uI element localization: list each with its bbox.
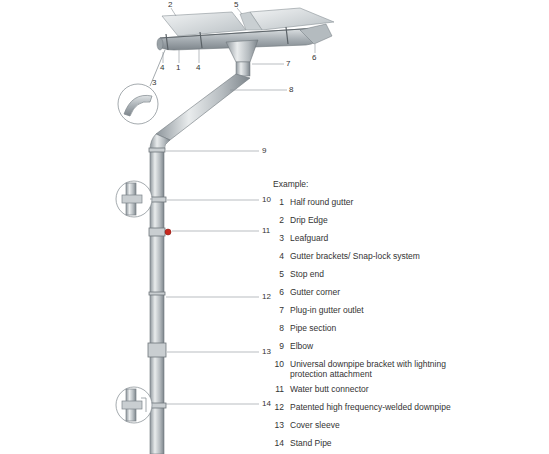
legend-entry: Universal downpipe bracket with lightnin… (290, 359, 468, 379)
legend-entry: Stand Pipe (290, 438, 468, 448)
callout-number: 6 (312, 53, 316, 63)
callout-number: 9 (262, 146, 266, 156)
callout-number: 13 (262, 347, 271, 357)
legend-entry: 13 (262, 420, 284, 430)
callout-number: 4 (196, 63, 200, 73)
callout-number: 7 (286, 59, 290, 69)
legend-entry: Elbow (290, 341, 468, 351)
callout-number: 10 (262, 195, 271, 205)
callout-number: 12 (262, 292, 271, 302)
callout-number: 5 (234, 0, 238, 10)
callout-number: 4 (160, 63, 164, 73)
legend-entry: 9 (262, 341, 284, 351)
legend-entry: Stop end (290, 269, 468, 279)
pipe-joints (148, 148, 166, 408)
legend-entry: 2 (262, 215, 284, 225)
legend-entry: 7 (262, 305, 284, 315)
legend-entry: Gutter brackets/ Snap-lock system (290, 251, 468, 261)
legend-entry: 3 (262, 233, 284, 243)
water-butt-knob (165, 229, 171, 235)
callout-number: 2 (168, 0, 172, 10)
legend-entry: 10 (262, 359, 284, 369)
legend-entry: Gutter corner (290, 287, 468, 297)
pipe-section (156, 74, 250, 140)
callout-number: 14 (262, 399, 271, 409)
legend-entry: Half round gutter (290, 197, 468, 207)
legend-entry: 1 (262, 197, 284, 207)
legend-entry: Leafguard (290, 233, 468, 243)
legend-entry: 8 (262, 323, 284, 333)
callout-number: 11 (262, 226, 270, 236)
callout-number: 8 (289, 85, 293, 95)
legend-entry: 4 (262, 251, 284, 261)
legend-entry: Example: (273, 179, 308, 189)
legend-entry: Water butt connector (290, 384, 468, 394)
legend-entry: 5 (262, 269, 284, 279)
legend-entry: Drip Edge (290, 215, 468, 225)
legend-entry: 14 (262, 438, 284, 448)
legend-entry: Cover sleeve (290, 420, 468, 430)
detail-insets (116, 50, 165, 423)
legend-entry: Patented high frequency-welded downpipe (290, 402, 468, 412)
legend-entry: 12 (262, 402, 284, 412)
gutter-outlet (226, 40, 258, 76)
callout-number: 3 (152, 78, 156, 88)
callout-number: 1 (176, 63, 180, 73)
legend-entry: Pipe section (290, 323, 468, 333)
legend-entry: 11 (262, 384, 284, 394)
legend-entry: Plug-in gutter outlet (290, 305, 468, 315)
legend-entry: 6 (262, 287, 284, 297)
